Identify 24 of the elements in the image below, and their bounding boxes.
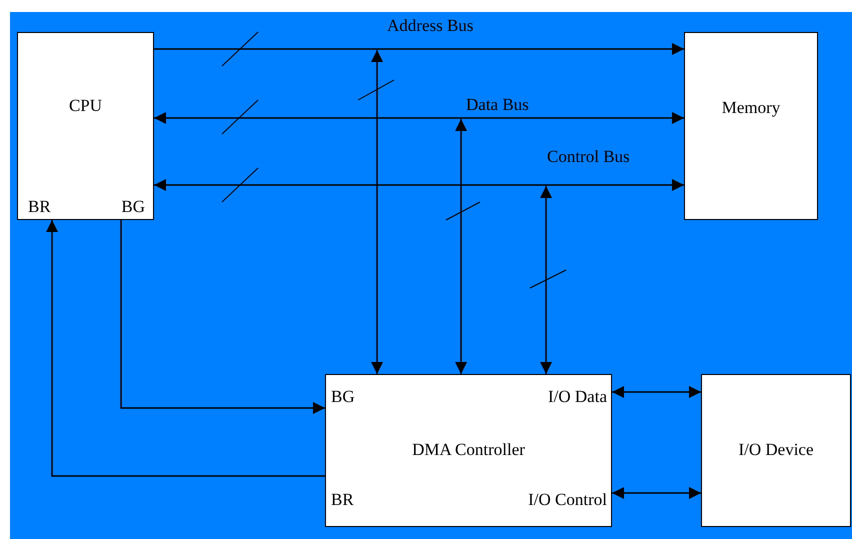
component-box — [701, 374, 851, 527]
component-box — [325, 374, 612, 527]
arrow — [154, 112, 684, 124]
port-label: BG — [331, 386, 355, 408]
arrow — [154, 43, 684, 55]
box-label: CPU — [68, 95, 104, 117]
arrow — [371, 50, 383, 374]
arrow — [120, 220, 325, 414]
component-box — [684, 32, 818, 220]
box-label: Memory — [720, 97, 782, 119]
port-label: I/O Data — [548, 386, 607, 408]
port-label: BR — [28, 196, 51, 218]
box-label: DMA Controller — [411, 439, 526, 461]
arrow — [455, 119, 467, 374]
arrow — [612, 487, 701, 499]
arrow — [46, 220, 325, 477]
box-label: I/O Device — [737, 439, 815, 461]
arrow — [612, 386, 701, 398]
port-label: I/O Control — [528, 488, 607, 510]
port-label: BG — [121, 196, 145, 218]
component-box — [17, 32, 154, 220]
arrow — [540, 186, 552, 374]
port-label: BR — [331, 488, 354, 510]
arrow — [154, 179, 684, 191]
